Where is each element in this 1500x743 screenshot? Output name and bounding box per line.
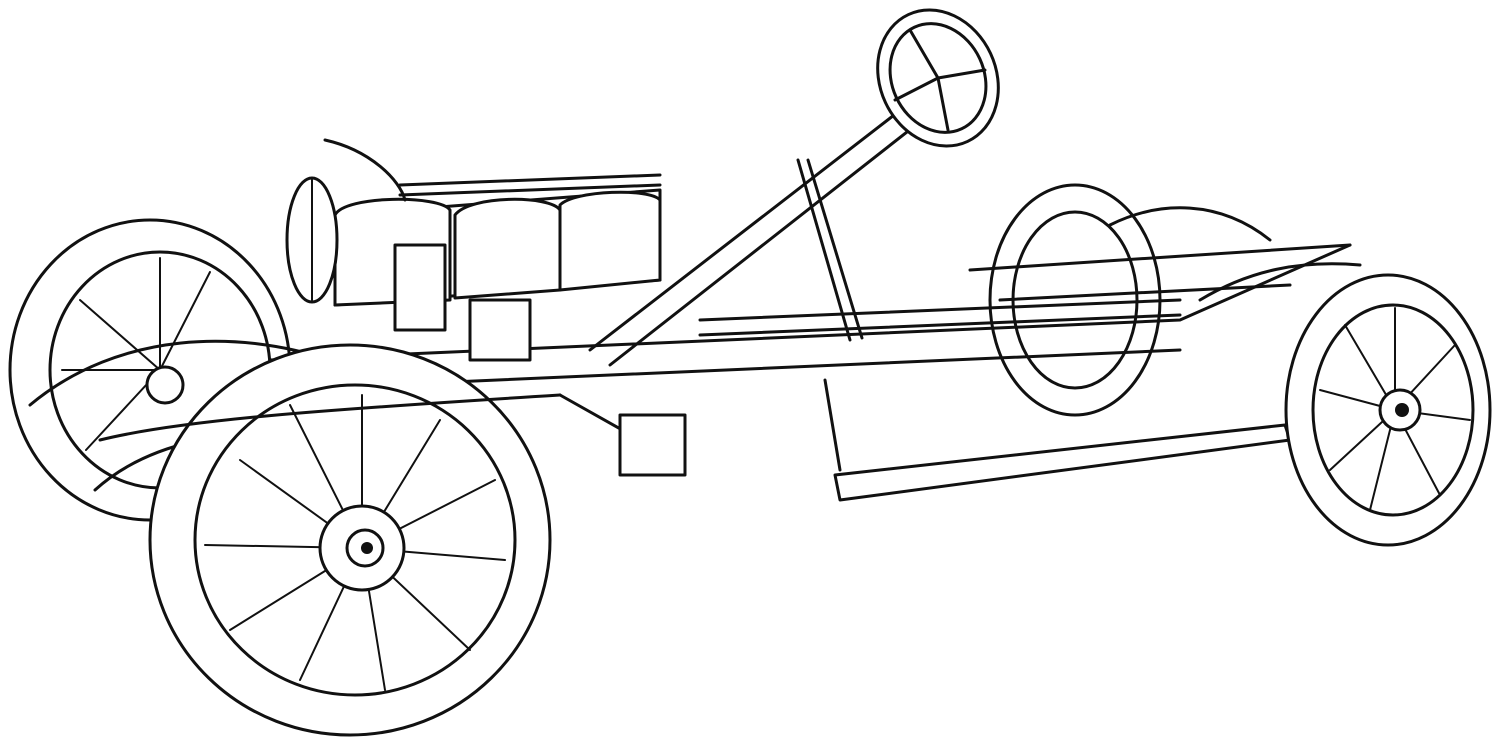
steering-wheel xyxy=(876,8,1000,148)
drive-shaft xyxy=(698,298,1182,337)
engine xyxy=(323,138,662,362)
control-levers xyxy=(796,158,864,342)
front-axle xyxy=(98,393,687,477)
cooling-fan xyxy=(285,176,339,304)
rear-right-wheel xyxy=(1284,273,1492,547)
steering-column xyxy=(588,93,937,367)
front-right-wheel xyxy=(148,343,552,737)
